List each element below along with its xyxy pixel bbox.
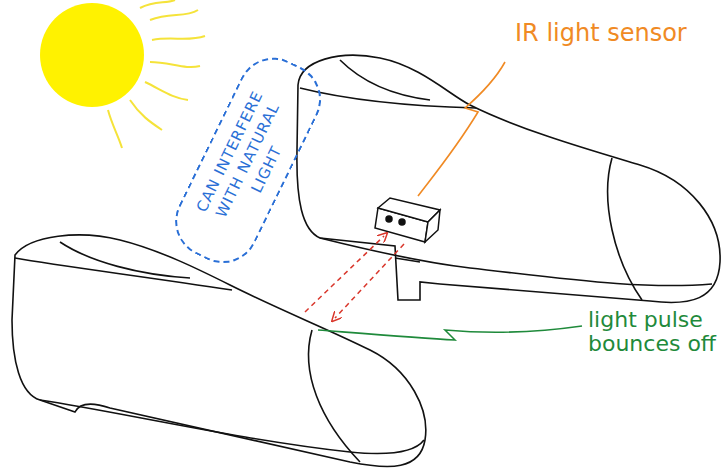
leader-line bbox=[418, 62, 505, 196]
callout-bubble: CAN INTERFERE WITH NATURAL LIGHT bbox=[163, 45, 333, 274]
annotation-label: IR light sensor bbox=[515, 20, 715, 46]
annotation-label: light pulse bounces off bbox=[588, 308, 718, 356]
note-text: CAN INTERFERE WITH NATURAL LIGHT bbox=[182, 67, 315, 254]
ir-sensor bbox=[375, 198, 440, 242]
sun bbox=[40, 0, 205, 148]
left-shoe bbox=[12, 235, 426, 467]
light-pulse-arrows bbox=[305, 236, 404, 318]
right-shoe bbox=[297, 55, 720, 302]
leader-line bbox=[318, 326, 582, 340]
